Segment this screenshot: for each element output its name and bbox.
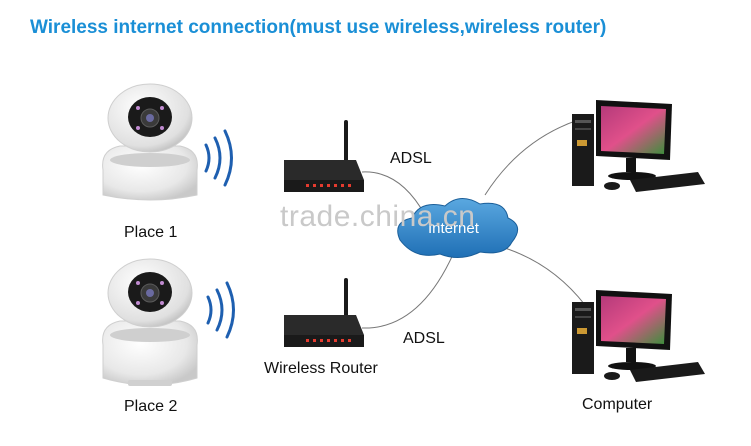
cloud-to-computer2-line bbox=[494, 244, 586, 306]
internet-label: Internet bbox=[428, 220, 479, 237]
wifi-waves-place1 bbox=[204, 129, 233, 187]
wireless-router-label: Wireless Router bbox=[264, 360, 378, 377]
desktop-computer-1 bbox=[572, 100, 705, 192]
internet-cloud bbox=[397, 198, 519, 258]
wireless-router-2 bbox=[284, 278, 364, 347]
desktop-computer-2 bbox=[572, 290, 705, 382]
ip-camera-place2 bbox=[102, 258, 198, 386]
ip-camera-place1 bbox=[102, 83, 198, 201]
connection-lines bbox=[361, 119, 586, 329]
wifi-waves-place2 bbox=[206, 281, 235, 339]
place2-label: Place 2 bbox=[124, 398, 178, 415]
router2-to-cloud-line bbox=[361, 249, 456, 329]
watermark: trade.china.cn bbox=[280, 200, 476, 233]
computer-label: Computer bbox=[582, 396, 653, 413]
cloud-to-computer1-line bbox=[484, 119, 579, 196]
router1-to-cloud-line bbox=[361, 171, 426, 216]
place1-label: Place 1 bbox=[124, 224, 178, 241]
wireless-router-1 bbox=[284, 120, 364, 192]
adsl-label-bottom: ADSL bbox=[403, 330, 445, 347]
adsl-label-top: ADSL bbox=[390, 150, 432, 167]
diagram-title: Wireless internet connection(must use wi… bbox=[30, 17, 607, 38]
